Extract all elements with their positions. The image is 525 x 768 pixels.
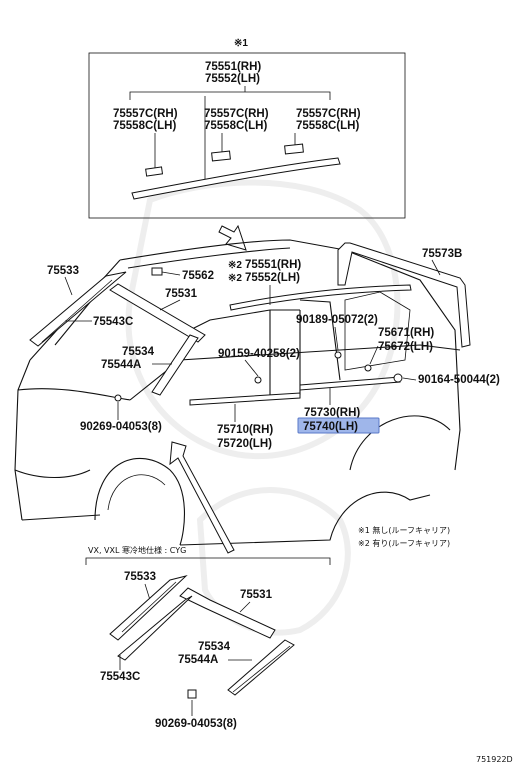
leader-75562 <box>161 271 181 276</box>
label-75710: 75710(RH) <box>217 424 273 436</box>
mark1-label: ※1 <box>234 38 248 49</box>
end-cap-right <box>284 143 304 155</box>
label-90164: 90164-50044(2) <box>418 374 500 386</box>
label-75740[interactable]: 75740(LH) <box>303 421 358 433</box>
label-75534-b: 75534 <box>198 641 231 653</box>
rear-body <box>344 249 461 471</box>
end-cap-middle <box>211 150 231 162</box>
label-90189: 90189-05072(2) <box>296 314 378 326</box>
label-90269-mid: 90269-04053(8) <box>80 421 162 433</box>
rear-wheel-arch <box>349 415 451 471</box>
variant-title: VX, VXL 寒冷地仕様 : CYG <box>88 545 186 555</box>
label-75672: 75672(LH) <box>378 341 433 353</box>
part-75534-b-inner <box>232 645 291 693</box>
part-75730-molding <box>299 376 401 391</box>
clip-90164 <box>393 373 403 383</box>
leader-90159 <box>244 359 259 377</box>
hood-line <box>14 359 131 521</box>
roof-line <box>119 239 346 261</box>
clip-90269-b <box>187 689 197 699</box>
mark2-label-a: ※2 <box>228 260 242 271</box>
leader-75671 <box>369 345 379 365</box>
front-door-top <box>189 309 300 331</box>
label-75558c-b: 75558C(LH) <box>204 120 267 132</box>
label-75533-b: 75533 <box>124 571 156 583</box>
quarter-window <box>344 291 411 371</box>
part-75710-molding <box>189 392 301 406</box>
variant-bracket <box>85 557 331 565</box>
label-75544a: 75544A <box>101 359 141 371</box>
rocker-line <box>179 491 431 546</box>
main-parts <box>29 242 471 406</box>
part-75533-b-inner <box>121 581 177 633</box>
part-75551-strip <box>229 284 412 311</box>
inset-no-roof-carrier: ※1 75551(RH) 75552(LH) 75557C(RH) 75558C… <box>88 38 406 219</box>
label-75562: 75562 <box>182 270 214 282</box>
label-75730: 75730(RH) <box>304 407 360 419</box>
leader-90164 <box>402 377 417 381</box>
end-cap-left <box>145 166 164 177</box>
leader-75573b <box>431 259 441 276</box>
bracket-75551 <box>129 86 331 100</box>
label-75557c-b: 75557C(RH) <box>204 108 269 120</box>
part-75531 <box>109 283 206 343</box>
label-75720: 75720(LH) <box>217 438 272 450</box>
clip-90189 <box>334 351 342 359</box>
diagram-id: 751922D <box>476 755 513 764</box>
label-90269-b: 90269-04053(8) <box>155 718 237 730</box>
highlight-75740[interactable] <box>297 417 380 434</box>
b-pillar <box>269 310 301 395</box>
label-75543c: 75543C <box>93 316 133 328</box>
front-wheel-inner <box>107 474 166 511</box>
label-75557c-c: 75557C(RH) <box>296 108 361 120</box>
part-75534 <box>151 334 199 396</box>
label-75534: 75534 <box>122 346 155 358</box>
label-75531-b: 75531 <box>240 589 273 601</box>
variant-pointer-arrow <box>169 441 235 554</box>
leader-75531-b <box>239 601 251 613</box>
label-90159: 90159-40258(2) <box>218 348 300 360</box>
label-75543c-b: 75543C <box>100 671 140 683</box>
main-labels: 75533 75562 ※2 75551(RH) ※2 75552(LH) 75… <box>47 248 500 450</box>
part-75562 <box>151 267 163 276</box>
label-75552-top: 75552(LH) <box>205 73 260 85</box>
clip-75671 <box>364 364 372 372</box>
leader-75531 <box>159 299 181 311</box>
front-bumper <box>14 469 101 521</box>
variant-section: VX, VXL 寒冷地仕様 : CYG 75533 75531 75534 75… <box>85 545 331 730</box>
label-75531: 75531 <box>165 288 198 300</box>
clip-90159 <box>254 376 262 384</box>
inset-frame <box>88 52 406 219</box>
part-75573b <box>337 242 471 348</box>
part-75533 <box>29 271 127 347</box>
rear-door-frame <box>299 299 341 381</box>
label-75552-mid: 75552(LH) <box>245 272 300 284</box>
label-75558c-c: 75558C(LH) <box>296 120 359 132</box>
clip-90269 <box>114 394 122 402</box>
inset-leaders <box>154 133 296 168</box>
mark2-label-b: ※2 <box>228 273 242 284</box>
label-75558c-a: 75558C(LH) <box>113 120 176 132</box>
label-75533: 75533 <box>47 265 79 277</box>
label-75551-top: 75551(RH) <box>205 61 261 73</box>
leader-75533 <box>64 276 73 296</box>
label-75544a-b: 75544A <box>178 654 218 666</box>
leader-90189 <box>334 326 339 351</box>
label-75671: 75671(RH) <box>378 327 434 339</box>
note-2: ※2 有り(ルーフキャリア) <box>358 538 450 548</box>
part-75543c-b-strip <box>117 595 193 661</box>
part-75533-inner <box>41 279 113 343</box>
part-75531-b <box>179 587 276 639</box>
part-75534-b <box>227 639 295 696</box>
roof-molding-strip <box>131 157 341 200</box>
roof-line-inner <box>127 247 291 269</box>
front-wheel-arch <box>94 457 185 546</box>
note-1: ※1 無し(ルーフキャリア) <box>358 525 450 535</box>
label-75557c-a: 75557C(RH) <box>113 108 178 120</box>
label-75573b: 75573B <box>422 248 462 260</box>
leader-75533-b <box>144 583 151 601</box>
label-75551-mid: 75551(RH) <box>245 259 301 271</box>
inset-pointer-arrow <box>218 224 247 251</box>
